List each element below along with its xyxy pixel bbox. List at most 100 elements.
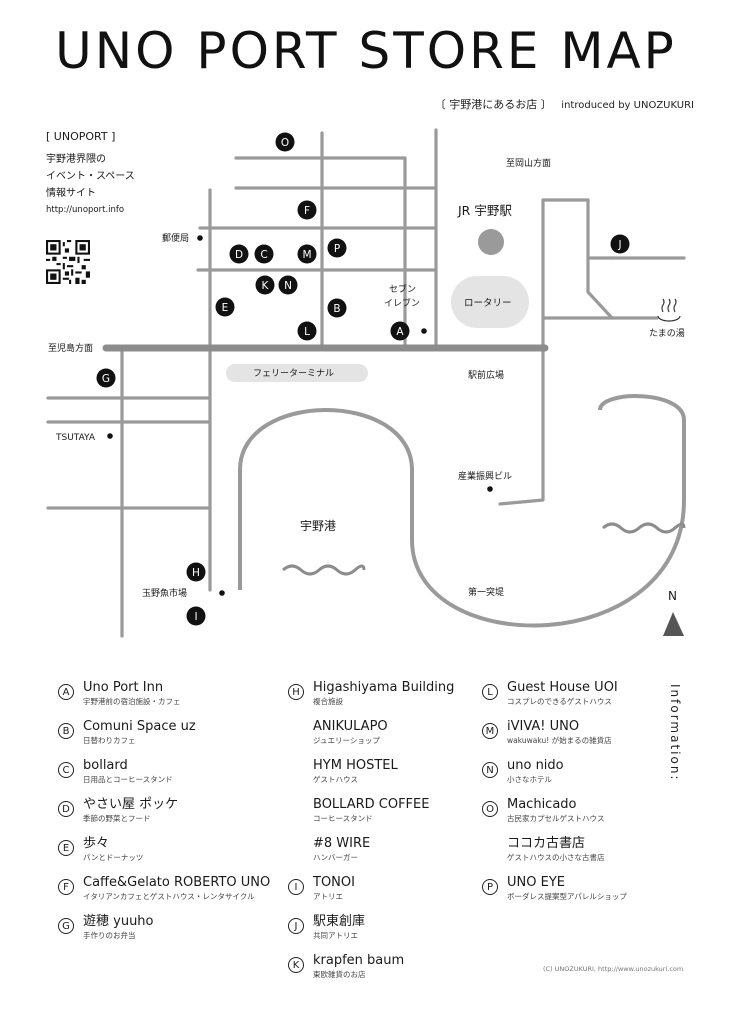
store-name: TONOI: [313, 875, 355, 890]
store-name: UNO EYE: [507, 875, 565, 890]
legend-letter-badge: O: [482, 801, 498, 817]
store-marker-m[interactable]: M: [297, 244, 317, 264]
ferry-terminal-shape: [226, 364, 368, 382]
fish-market-dot: [219, 590, 225, 596]
legend-letter-badge: [288, 762, 304, 778]
legend-letter-badge: G: [58, 918, 74, 934]
sangyo-dot: [487, 486, 493, 492]
rotary-shape: [451, 276, 529, 328]
store-description: 複合施設: [313, 697, 343, 706]
legend-text: UNO EYE ボーダレス提案型アパレルショップ: [507, 875, 627, 902]
store-name: 歩々: [83, 836, 110, 851]
legend-letter-badge: P: [482, 879, 498, 895]
store-description: 宇野港前の宿泊施設・カフェ: [83, 697, 181, 706]
legend-entry[interactable]: D やさい屋 ポッケ季節の野菜とフード: [58, 797, 270, 825]
store-name: BOLLARD COFFEE: [313, 797, 430, 812]
legend-entry[interactable]: HYM HOSTEL ゲストハウス: [288, 758, 454, 786]
legend-text: ココカ古書店ゲストハウスの小さな古書店: [507, 836, 605, 863]
store-marker-f[interactable]: F: [297, 200, 317, 220]
legend-letter-badge: E: [58, 840, 74, 856]
legend-letter-badge: C: [58, 762, 74, 778]
store-marker-o[interactable]: O: [275, 132, 295, 152]
legend-text: TONOI アトリエ: [313, 875, 355, 902]
store-marker-a[interactable]: A: [390, 321, 410, 341]
store-marker-j[interactable]: J: [610, 234, 630, 254]
station-icon: [478, 229, 504, 255]
store-name: uno nido: [507, 758, 564, 773]
store-name: Guest House UOI: [507, 680, 618, 695]
label-fish-market: 玉野魚市場: [142, 587, 187, 599]
info-line-1: 宇野港界隈の: [46, 154, 106, 165]
legend-text: やさい屋 ポッケ季節の野菜とフード: [83, 797, 178, 824]
info-line-2: イベント・スペース: [46, 171, 135, 182]
roads: [46, 128, 686, 638]
information-side-label: Information:: [668, 684, 682, 782]
qr-code-icon[interactable]: [46, 240, 90, 284]
store-name: Higashiyama Building: [313, 680, 455, 695]
label-north: N: [668, 589, 677, 603]
store-name: HYM HOSTEL: [313, 758, 398, 773]
label-port: 宇野港: [300, 519, 336, 533]
store-marker-i[interactable]: I: [186, 606, 206, 626]
info-url[interactable]: http://unoport.info: [46, 205, 125, 215]
store-marker-k[interactable]: K: [255, 275, 275, 295]
store-marker-b[interactable]: B: [327, 298, 347, 318]
store-description: ジュエリーショップ: [313, 736, 380, 745]
legend-letter-badge: B: [58, 723, 74, 739]
store-marker-d[interactable]: D: [229, 244, 249, 264]
store-marker-c[interactable]: C: [254, 244, 274, 264]
store-name: ココカ古書店: [507, 836, 586, 851]
wave-icon: [602, 522, 686, 534]
store-marker-l[interactable]: L: [297, 321, 317, 341]
store-description: ボーダレス提案型アパレルショップ: [507, 892, 627, 901]
store-description: パンとドーナッツ: [83, 853, 144, 862]
store-marker-h[interactable]: H: [186, 562, 206, 582]
post-office-dot: [197, 235, 203, 241]
store-name: #8 WIRE: [313, 836, 371, 851]
legend-entry[interactable]: P UNO EYE ボーダレス提案型アパレルショップ: [482, 875, 627, 903]
store-marker-g[interactable]: G: [96, 368, 116, 388]
legend-letter-badge: [288, 840, 304, 856]
legend-letter-badge: D: [58, 801, 74, 817]
store-marker-letter: H: [192, 567, 200, 579]
store-marker-n[interactable]: N: [278, 275, 298, 295]
store-marker-letter: N: [284, 280, 292, 292]
store-marker-letter: P: [334, 243, 340, 255]
store-marker-p[interactable]: P: [327, 238, 347, 258]
legend-entry[interactable]: ココカ古書店ゲストハウスの小さな古書店: [482, 836, 627, 864]
road: [586, 198, 659, 320]
store-name: Uno Port Inn: [83, 680, 164, 695]
label-kojima: 至児島方面: [48, 342, 93, 354]
store-marker-e[interactable]: E: [215, 297, 235, 317]
store-description: ゲストハウス: [313, 775, 358, 784]
legend-entry[interactable]: E 歩々パンとドーナッツ: [58, 836, 270, 864]
legend-letter-badge: N: [482, 762, 498, 778]
store-description: アトリエ: [313, 892, 343, 901]
label-post-office: 郵便局: [162, 232, 189, 244]
store-description: 古民家カプセルゲストハウス: [507, 814, 605, 823]
